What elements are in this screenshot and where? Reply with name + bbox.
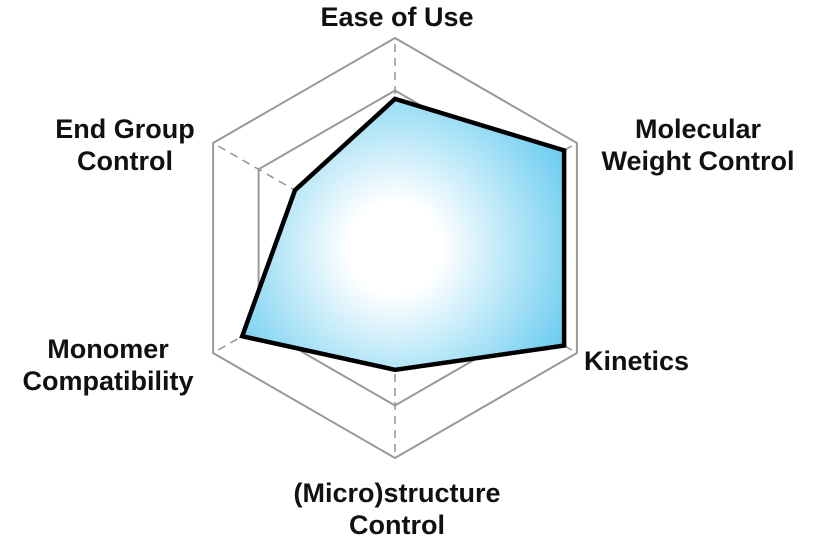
data-point-2 (562, 148, 566, 152)
radar-data (239, 96, 567, 373)
axis-label-molecular-weight-control: Molecular Weight Control (583, 113, 813, 177)
axis-label-line: Control (349, 510, 445, 540)
axis-label-line: Weight Control (601, 146, 795, 176)
axis-label-ease-of-use: Ease of Use (257, 1, 537, 33)
axis-label-line: Molecular (634, 114, 762, 144)
data-point-4 (393, 368, 397, 372)
axis-label-end-group-control: End Group Control (30, 113, 220, 177)
axis-label-kinetics: Kinetics (584, 345, 714, 377)
data-point-6 (293, 188, 297, 192)
axis-label-line: Control (77, 146, 173, 176)
data-point-3 (562, 344, 566, 348)
axis-label-monomer-compatibility: Monomer Compatibility (8, 333, 208, 397)
data-point-1 (393, 97, 397, 101)
axis-label-line: End Group (55, 114, 195, 144)
axis-label-line: Compatibility (22, 366, 194, 396)
axis-label-line: (Micro)structure (293, 478, 501, 508)
data-point-5 (240, 334, 244, 338)
axis-label-line: Kinetics (584, 346, 690, 376)
data-polygon (239, 96, 567, 373)
axis-label-line: Monomer (47, 334, 169, 364)
axis-label-microstructure-control: (Micro)structure Control (247, 477, 547, 541)
axis-label-line: Ease of Use (320, 2, 474, 32)
